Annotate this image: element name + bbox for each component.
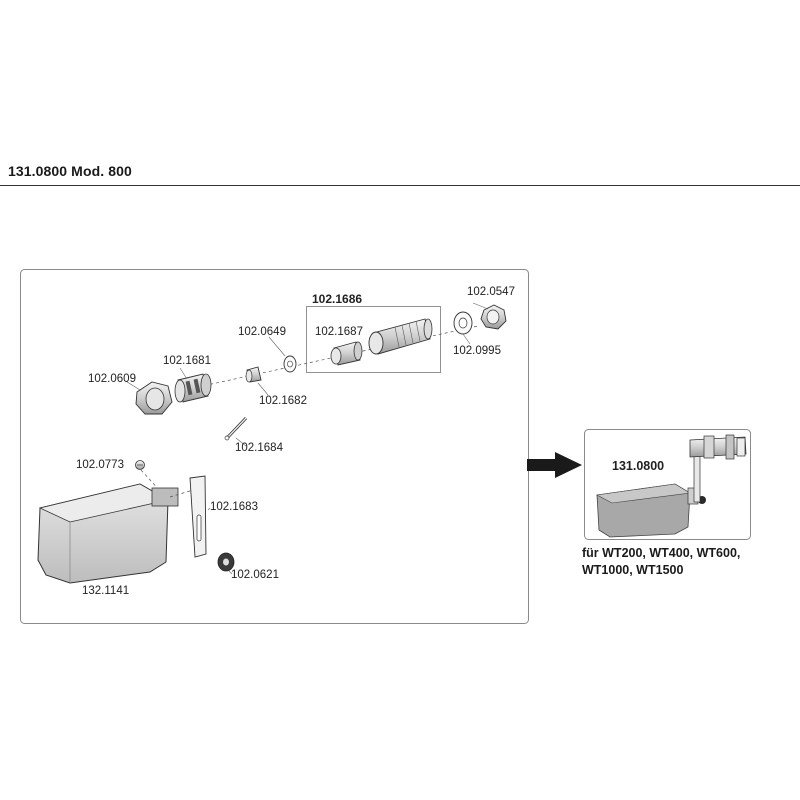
float-132-1141-shape [37,483,179,584]
washer-102-0995-shape [453,311,473,335]
subassembly-label: 102.1686 [312,292,363,306]
bracket-102-1683-shape [169,475,207,558]
part-label-102-1681: 102.1681 [163,355,211,367]
insert-102-1687-shape [330,341,363,366]
pin-102-1684-shape [224,416,248,441]
part-label-102-1684: 102.1684 [235,442,283,454]
part-label-132-1141: 132.1141 [82,585,130,597]
complete-unit-shape [596,434,747,538]
arrow-to-complete-unit [527,452,582,478]
part-label-102-0609: 102.0609 [88,373,136,385]
part-label-102-0649: 102.0649 [238,326,286,338]
cap-nut-102-0609-shape [135,381,173,415]
part-label-102-1683: 102.1683 [210,501,258,513]
part-label-102-0995: 102.0995 [453,345,501,357]
valve-body-shape [368,318,433,355]
part-label-102-0773: 102.0773 [76,459,124,471]
nut-102-0547-shape [480,304,507,330]
title-divider [0,185,800,186]
page-title: 131.0800 Mod. 800 [8,163,132,179]
compatibility-note: für WT200, WT400, WT600, WT1000, WT1500 [582,545,740,579]
subassembly-frame [306,306,441,373]
compatibility-line-2: WT1000, WT1500 [582,563,684,577]
part-label-102-0547: 102.0547 [467,286,515,298]
complete-unit-label: 131.0800 [612,459,665,473]
part-label-102-0621: 102.0621 [231,569,279,581]
compatibility-line-1: für WT200, WT400, WT600, [582,546,741,560]
exploded-view-frame [20,269,529,624]
roller-102-0621-shape [217,552,235,572]
part-label-102-1687: 102.1687 [315,326,363,338]
screw-102-0773-shape [135,460,145,470]
nipple-102-1682-shape [245,366,262,383]
washer-102-0649-shape [283,355,297,373]
complete-unit-frame [584,429,751,540]
part-label-102-1682: 102.1682 [259,395,307,407]
cage-102-1681-shape [174,373,212,403]
